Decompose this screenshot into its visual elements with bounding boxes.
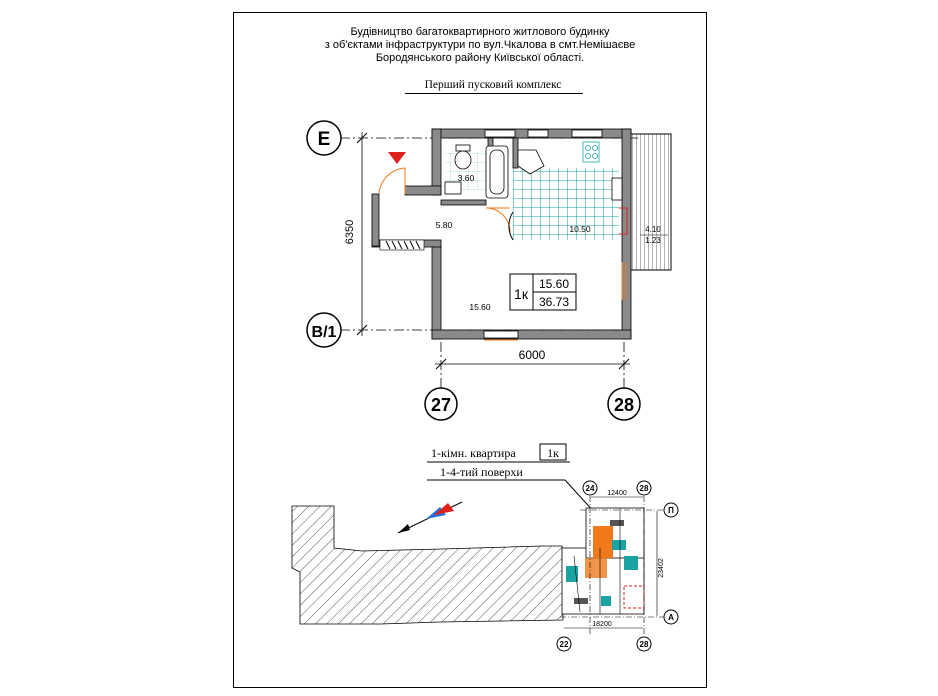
kitchen-fixtures [517, 141, 623, 201]
header-line-2: з об'єктами інфраструктури по вул.Чкалов… [324, 39, 636, 51]
wardrobe [379, 239, 425, 251]
hall-area: 5.80 [436, 220, 453, 230]
bath-area: 3.60 [458, 173, 475, 183]
height-dimension: 6350 [344, 220, 356, 244]
key-axis-bottom-left: 22 [560, 640, 569, 649]
drawing-sheet [233, 12, 707, 688]
key-plan-section [561, 507, 645, 615]
balcony-area-1: 4.10 [645, 225, 661, 234]
axis-label-left: 27 [431, 395, 451, 415]
apartment-living-area: 15.60 [539, 277, 569, 291]
header-line-3: Бородянського району Київської області. [375, 52, 585, 64]
doors [378, 167, 628, 341]
key-axis-bottom-right: 28 [640, 640, 649, 649]
windows [483, 129, 603, 339]
axis-bubble-top: Е [306, 120, 342, 156]
subtitle-underline [405, 93, 583, 94]
key-plan-axes: 24 28 12400 П А 23402 22 28 18200 [556, 480, 679, 652]
axis-bubble-right: 28 [607, 387, 641, 421]
axis-label-top: Е [318, 129, 331, 150]
key-dim-bottom: 18200 [592, 621, 612, 628]
balcony [630, 133, 672, 271]
bathroom-fixtures [444, 144, 509, 199]
apartment-type: 1к [514, 286, 529, 302]
header-line-1: Будівництво багатоквартирного житлового … [350, 26, 610, 38]
key-axis-top-left: 24 [586, 484, 595, 493]
kitchen-area: 10.50 [569, 224, 591, 234]
axis-label-right: 28 [614, 395, 634, 415]
width-dimension: 6000 [519, 348, 546, 362]
apartment-total-area: 36.73 [539, 295, 569, 309]
legend-tag: 1к [547, 446, 559, 460]
key-axis-top-right: 28 [640, 484, 649, 493]
axis-bubble-bottom: В/1 [306, 312, 342, 348]
legend-line-2: 1-4-тий поверхи [440, 465, 523, 479]
axis-bubble-left: 27 [424, 387, 458, 421]
key-dim-top: 12400 [607, 490, 627, 497]
entrance-marker [388, 152, 406, 164]
axis-label-bottom: В/1 [312, 324, 337, 341]
stage-subtitle: Перший пусковий комплекс [424, 79, 562, 91]
apartment-legend: 1-кімн. квартира 1к 1-4-тий поверхи [427, 443, 597, 515]
key-axis-right-bottom: А [668, 613, 674, 622]
dimension-horizontal: 6000 [435, 348, 630, 370]
project-header: Будівництво багатоквартирного житлового … [300, 26, 660, 65]
wardrobe-hangers [385, 240, 421, 250]
key-axis-right-top: П [668, 506, 674, 515]
legend-line-1: 1-кімн. квартира [431, 446, 516, 460]
compass-arrow-icon [397, 501, 463, 534]
key-dim-right: 23402 [658, 558, 665, 578]
apartment-tag: 1к 15.60 36.73 [509, 273, 577, 311]
kitchen-tile-floor [513, 168, 619, 240]
living-area: 15.60 [469, 302, 491, 312]
balcony-area-2: 1.23 [645, 236, 661, 245]
building-key-plan-hatch [291, 505, 564, 625]
dimension-vertical: 6350 [344, 132, 368, 336]
